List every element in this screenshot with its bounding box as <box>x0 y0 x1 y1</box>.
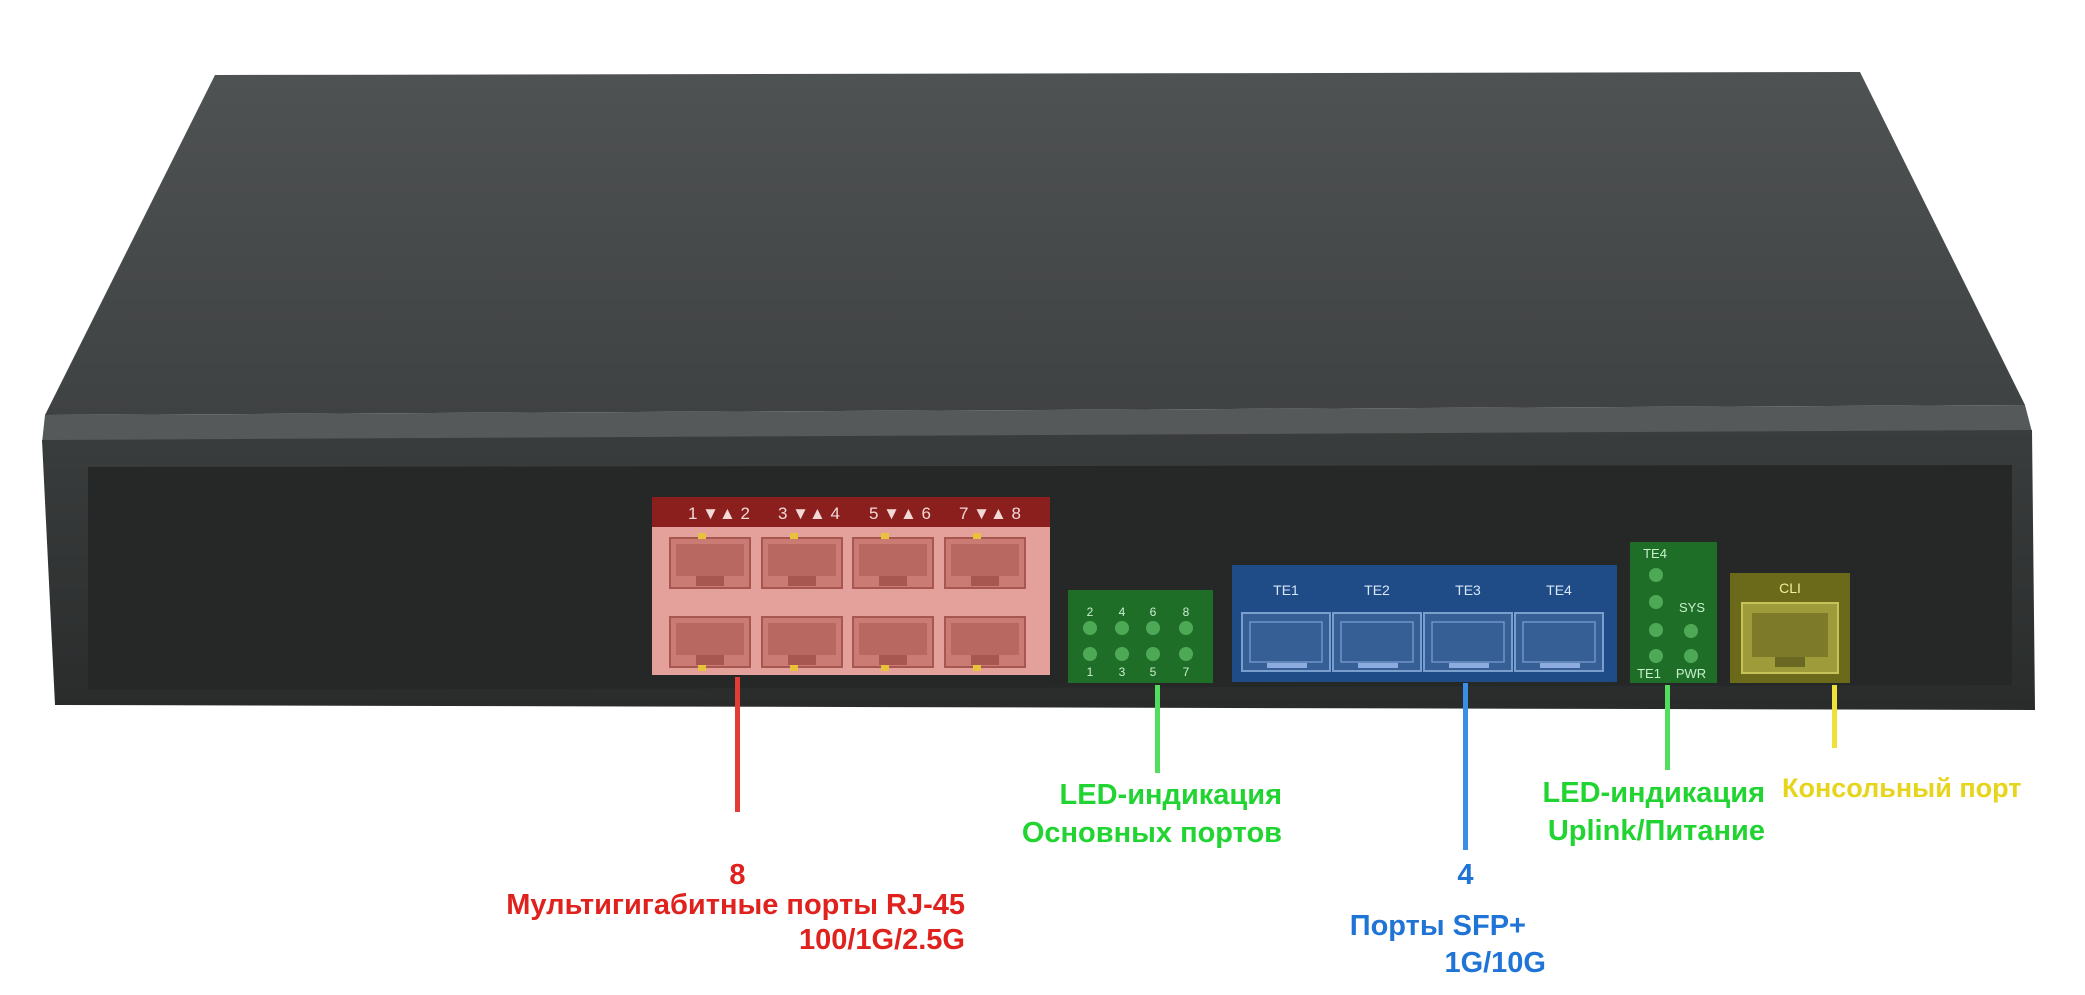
led-main-number-top: 4 <box>1119 605 1126 619</box>
led-main-number-top: 6 <box>1150 605 1157 619</box>
console-port-block: CLI <box>1730 573 1850 683</box>
console-port-label: CLI <box>1779 580 1801 596</box>
led-label-te1: TE1 <box>1637 666 1661 681</box>
rj45-leader-line <box>735 677 740 812</box>
led-main-number-top: 2 <box>1087 605 1094 619</box>
rj45-port[interactable] <box>944 616 1026 671</box>
sfp-port[interactable] <box>1514 612 1604 672</box>
sfp-port[interactable] <box>1423 612 1513 672</box>
rj45-pair-label: 7 ▼▲ 8 <box>959 504 1021 523</box>
led-indicator <box>1115 621 1129 635</box>
led-indicator <box>1684 649 1698 663</box>
led-uplink-leader-line <box>1665 685 1670 770</box>
led-indicator <box>1649 595 1663 609</box>
rj45-port[interactable] <box>669 616 751 671</box>
led-indicator <box>1146 621 1160 635</box>
sfp-port-label: TE1 <box>1273 582 1299 598</box>
led-main-number-bottom: 7 <box>1183 665 1190 679</box>
led-main-subtitle-label: Основных портов <box>1021 817 1282 849</box>
led-main-number-bottom: 3 <box>1119 665 1126 679</box>
switch-top-lid <box>45 72 2025 415</box>
sfp-port-label: TE2 <box>1364 582 1390 598</box>
sfp-port-label: TE4 <box>1546 582 1572 598</box>
led-main-title-label: LED-индикация <box>1059 779 1282 811</box>
led-indicator <box>1649 623 1663 637</box>
led-indicator <box>1083 621 1097 635</box>
sfp-count-label: 4 <box>1457 859 1474 891</box>
led-uplink-title-label: LED-индикация <box>1542 777 1765 809</box>
sfp-port[interactable] <box>1241 612 1331 672</box>
sfp-leader-line <box>1463 683 1468 850</box>
rj45-port[interactable] <box>852 533 934 589</box>
sfp-port[interactable] <box>1332 612 1422 672</box>
rj45-port[interactable] <box>761 533 843 589</box>
console-title-label: Консольный порт <box>1782 773 2022 803</box>
led-label-sys: SYS <box>1679 600 1705 615</box>
sfp-speed-label: 1G/10G <box>1444 947 1546 979</box>
rj45-port-block: 1 ▼▲ 2 3 ▼▲ 4 5 ▼▲ 6 7 ▼▲ 8 <box>652 497 1050 675</box>
sfp-port-block: TE1 TE2 TE3 TE4 <box>1232 565 1617 682</box>
led-main-number-top: 8 <box>1183 605 1190 619</box>
rj45-pair-label: 5 ▼▲ 6 <box>869 504 931 523</box>
led-main-number-bottom: 1 <box>1087 665 1094 679</box>
rj45-port[interactable] <box>852 616 934 671</box>
led-indicator <box>1083 647 1097 661</box>
rj45-pair-labels: 1 ▼▲ 2 3 ▼▲ 4 5 ▼▲ 6 7 ▼▲ 8 <box>688 504 1021 523</box>
rj45-port[interactable] <box>761 616 843 671</box>
led-main-number-bottom: 5 <box>1150 665 1157 679</box>
rj45-count-label: 8 <box>729 859 746 891</box>
led-main-block: 2 4 6 8 1 3 5 7 <box>1068 590 1213 683</box>
led-label-pwr: PWR <box>1676 666 1706 681</box>
rj45-pair-label: 1 ▼▲ 2 <box>688 504 750 523</box>
rj45-port[interactable] <box>669 533 751 589</box>
rj45-port[interactable] <box>944 533 1026 589</box>
rj45-speed-label: 100/1G/2.5G <box>798 924 965 956</box>
led-indicator <box>1649 649 1663 663</box>
console-port[interactable] <box>1741 602 1839 674</box>
led-main-leader-line <box>1155 685 1160 773</box>
led-indicator <box>1684 624 1698 638</box>
led-indicator <box>1649 568 1663 582</box>
rj45-title-label: Мультигигабитные порты RJ-45 <box>506 889 965 921</box>
rj45-pair-label: 3 ▼▲ 4 <box>778 504 840 523</box>
sfp-title-label: Порты SFP+ <box>1349 910 1526 942</box>
led-indicator <box>1179 647 1193 661</box>
led-uplink-subtitle-label: Uplink/Питание <box>1547 815 1765 847</box>
led-indicator <box>1115 647 1129 661</box>
sfp-port-label: TE3 <box>1455 582 1481 598</box>
led-indicator <box>1179 621 1193 635</box>
led-label-te4: TE4 <box>1643 546 1667 561</box>
led-indicator <box>1146 647 1160 661</box>
console-leader-line <box>1832 685 1837 748</box>
